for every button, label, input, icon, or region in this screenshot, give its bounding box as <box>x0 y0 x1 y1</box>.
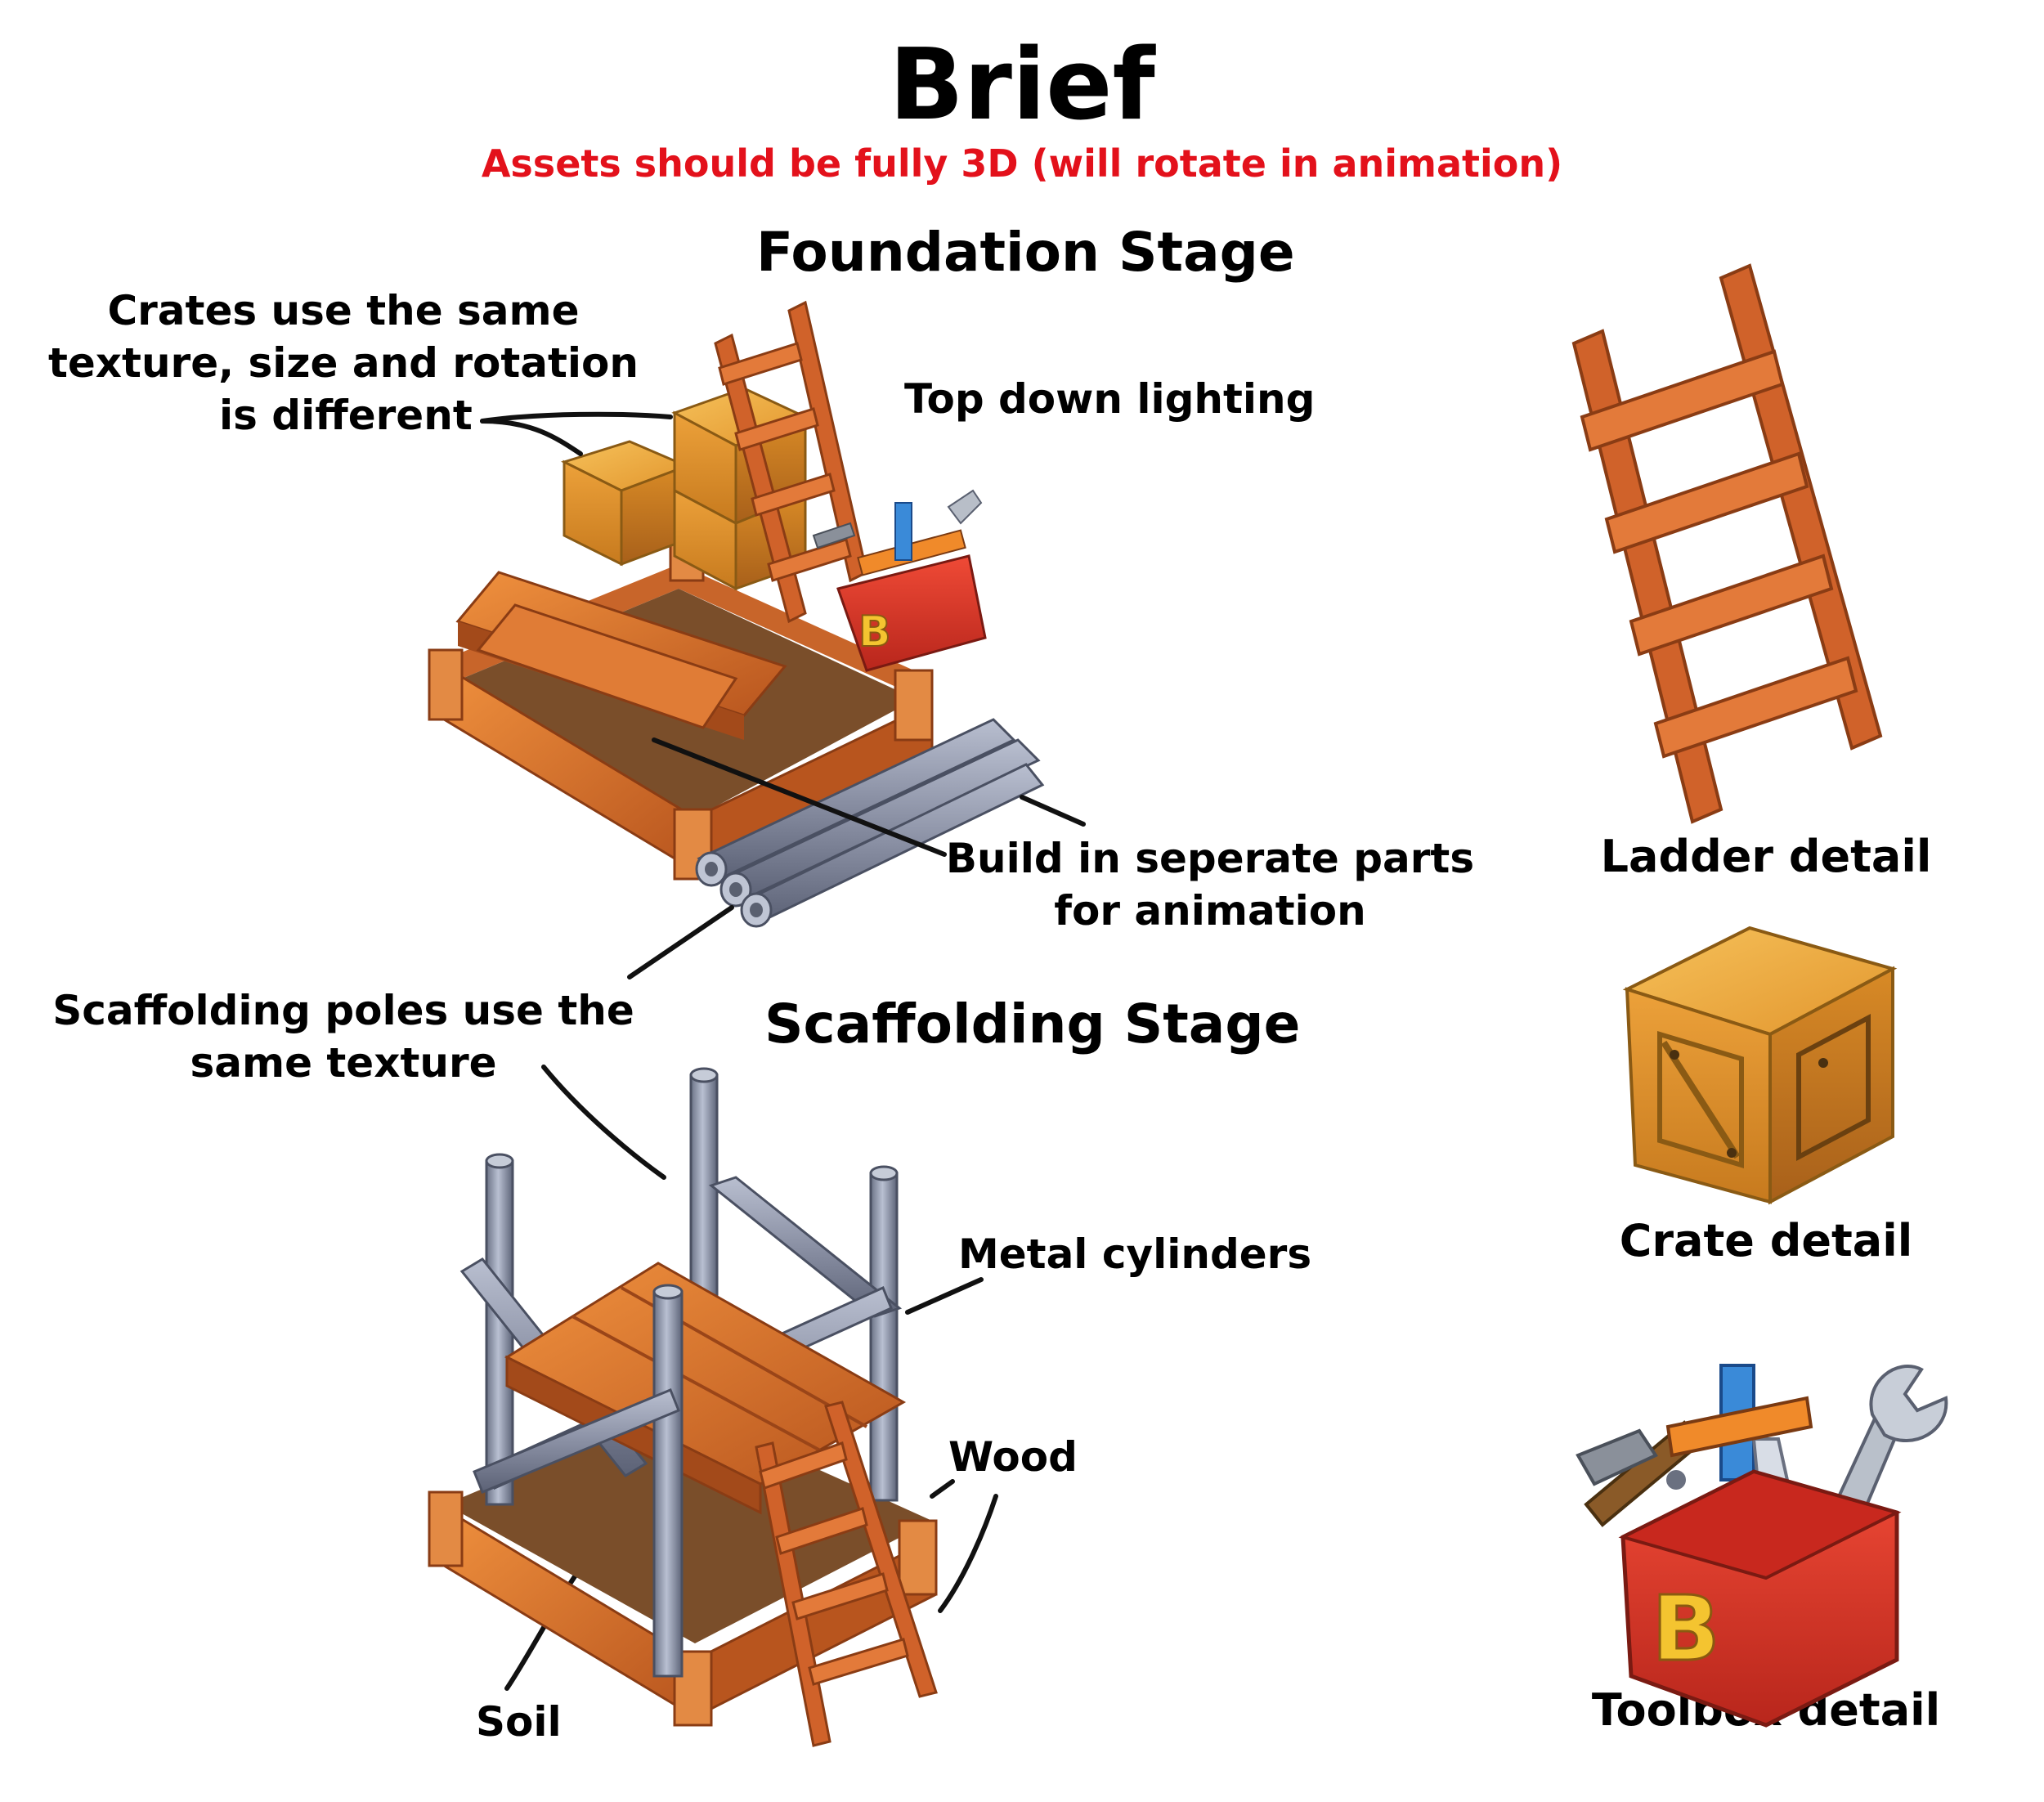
wood-note: Wood <box>948 1433 1078 1481</box>
foundation-ladder <box>714 300 868 624</box>
foundation-toolbox: B <box>812 489 987 672</box>
page-title: Brief <box>889 29 1155 142</box>
parts-note-line2: for animation <box>1054 887 1366 935</box>
scaffolding-scene <box>428 1067 938 1747</box>
foundation-pipes <box>695 718 1045 928</box>
crates-note-line1: Crates use the same <box>107 287 580 334</box>
poles-note-line2: same texture <box>190 1039 497 1087</box>
crate-small <box>561 440 691 567</box>
page-subtitle: Assets should be fully 3D (will rotate i… <box>481 141 1563 186</box>
toolbox-detail-illustration: B <box>1576 1364 1948 1728</box>
parts-note-line1: Build in seperate parts <box>945 835 1475 882</box>
crate-detail-illustration <box>1622 926 1898 1205</box>
foundation-scene: B <box>428 300 1045 928</box>
scaffolding-ladder <box>755 1401 938 1747</box>
toolbox-letter: B <box>1652 1576 1720 1681</box>
ladder-detail-illustration <box>1571 263 1883 824</box>
foundation-stage-heading: Foundation Stage <box>756 221 1295 284</box>
crate-large <box>671 387 809 591</box>
crate-detail-label: Crate detail <box>1619 1215 1913 1266</box>
crates-note-line2: texture, size and rotation <box>47 339 639 387</box>
ladder-detail-label: Ladder detail <box>1600 831 1932 882</box>
metal-note: Metal cylinders <box>958 1230 1312 1278</box>
poles-note-line1: Scaffolding poles use the <box>52 987 634 1034</box>
soil-note: Soil <box>476 1698 562 1746</box>
scaffolding-stage-heading: Scaffolding Stage <box>764 993 1301 1056</box>
crates-note-line3: is different <box>219 392 473 439</box>
svg-text:B: B <box>858 607 891 657</box>
lighting-note: Top down lighting <box>904 375 1316 423</box>
leader-lines <box>480 411 1086 1691</box>
scaffolding-soil <box>446 1406 932 1643</box>
